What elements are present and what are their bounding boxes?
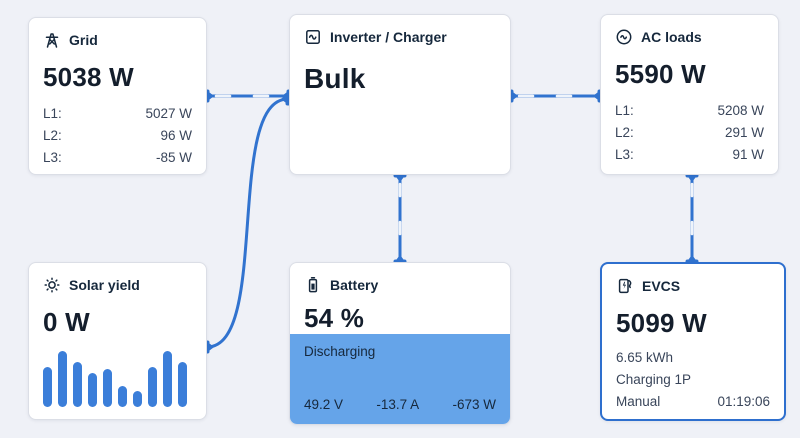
phase-row-l3: L3: -85 W (43, 147, 192, 169)
solar-bar (88, 373, 97, 407)
battery-current: -13.7 A (376, 397, 420, 412)
battery-state-section: Discharging 49.2 V -13.7 A -673 W (290, 334, 510, 424)
solar-bar (43, 366, 52, 407)
phase-row-l2: L2: 291 W (615, 122, 764, 144)
ac-loads-phase-rows: L1: 5208 W L2: 291 W L3: 91 W (615, 100, 764, 166)
phase-label: L2: (43, 128, 62, 143)
ac-loads-power-value: 5590 W (615, 59, 706, 89)
inverter-state-value: Bulk (304, 63, 366, 94)
solar-bar (58, 351, 67, 407)
phase-row-l3: L3: 91 W (615, 144, 764, 166)
ac-loads-card[interactable]: AC loads 5590 W L1: 5208 W L2: 291 W L3:… (600, 14, 779, 175)
grid-card-title: Grid (69, 32, 98, 48)
evcs-mode: Manual (616, 394, 661, 409)
phase-label: L3: (615, 147, 634, 162)
inverter-card-header: Inverter / Charger (304, 27, 496, 47)
battery-card-title: Battery (330, 277, 379, 293)
solar-bar (178, 362, 187, 407)
solar-bar (73, 362, 82, 407)
solar-power-value: 0 W (43, 307, 90, 337)
sun-icon (44, 277, 60, 293)
evcs-detail-rows: 6.65 kWh Charging 1P Manual 01:19:06 (616, 347, 770, 413)
solar-bar (148, 366, 157, 407)
phase-value: -85 W (155, 150, 192, 165)
battery-state-label: Discharging (304, 344, 376, 359)
grid-phase-rows: L1: 5027 W L2: 96 W L3: -85 W (43, 103, 192, 169)
solar-bar (133, 391, 142, 407)
battery-card-top: Battery 54 % (290, 263, 510, 334)
evcs-card-title: EVCS (642, 278, 681, 294)
phase-label: L2: (615, 125, 634, 140)
phase-row-l1: L1: 5027 W (43, 103, 192, 125)
solar-bar (118, 385, 127, 407)
battery-card[interactable]: Battery 54 % Discharging 49.2 V -13.7 A … (289, 262, 511, 425)
ac-loads-card-title: AC loads (641, 29, 702, 45)
phase-value: 5208 W (717, 103, 764, 118)
battery-power: -673 W (452, 397, 496, 412)
evcs-mode-row: Manual 01:19:06 (616, 391, 770, 413)
ac-waveform-icon (616, 29, 632, 45)
grid-card[interactable]: Grid 5038 W L1: 5027 W L2: 96 W L3: -85 … (28, 17, 207, 175)
inverter-card-title: Inverter / Charger (330, 29, 447, 45)
ac-loads-card-header: AC loads (615, 27, 764, 47)
phase-value: 91 W (732, 147, 764, 162)
evcs-card[interactable]: EVCS 5099 W 6.65 kWh Charging 1P Manual … (600, 262, 786, 421)
solar-bar (103, 368, 112, 407)
inverter-charger-card[interactable]: Inverter / Charger Bulk (289, 14, 511, 175)
evcs-energy: 6.65 kWh (616, 350, 674, 365)
phase-label: L3: (43, 150, 62, 165)
solar-card-header: Solar yield (43, 275, 192, 295)
solar-card-title: Solar yield (69, 277, 140, 293)
phase-value: 5027 W (145, 106, 192, 121)
ev-charger-icon (618, 278, 632, 294)
grid-power-value: 5038 W (43, 62, 134, 92)
phase-value: 96 W (160, 128, 192, 143)
evcs-session-time: 01:19:06 (717, 394, 770, 409)
evcs-status: Charging 1P (616, 372, 692, 387)
phase-row-l1: L1: 5208 W (615, 100, 764, 122)
solar-bar (163, 351, 172, 407)
solar-yield-card[interactable]: Solar yield 0 W (28, 262, 207, 420)
battery-card-header: Battery (304, 275, 496, 295)
phase-value: 291 W (724, 125, 764, 140)
evcs-power-value: 5099 W (616, 308, 707, 338)
pylon-icon (45, 33, 59, 48)
solar-bar-chart (43, 351, 192, 407)
evcs-card-header: EVCS (616, 276, 770, 296)
battery-metrics-row: 49.2 V -13.7 A -673 W (304, 397, 496, 412)
phase-label: L1: (615, 103, 634, 118)
grid-card-header: Grid (43, 30, 192, 50)
connector-solar-inverter (206, 97, 289, 349)
inverter-icon (306, 30, 320, 44)
battery-voltage: 49.2 V (304, 397, 344, 412)
phase-row-l2: L2: 96 W (43, 125, 192, 147)
battery-soc-value: 54 % (304, 303, 365, 333)
phase-label: L1: (43, 106, 62, 121)
battery-icon (308, 277, 318, 293)
